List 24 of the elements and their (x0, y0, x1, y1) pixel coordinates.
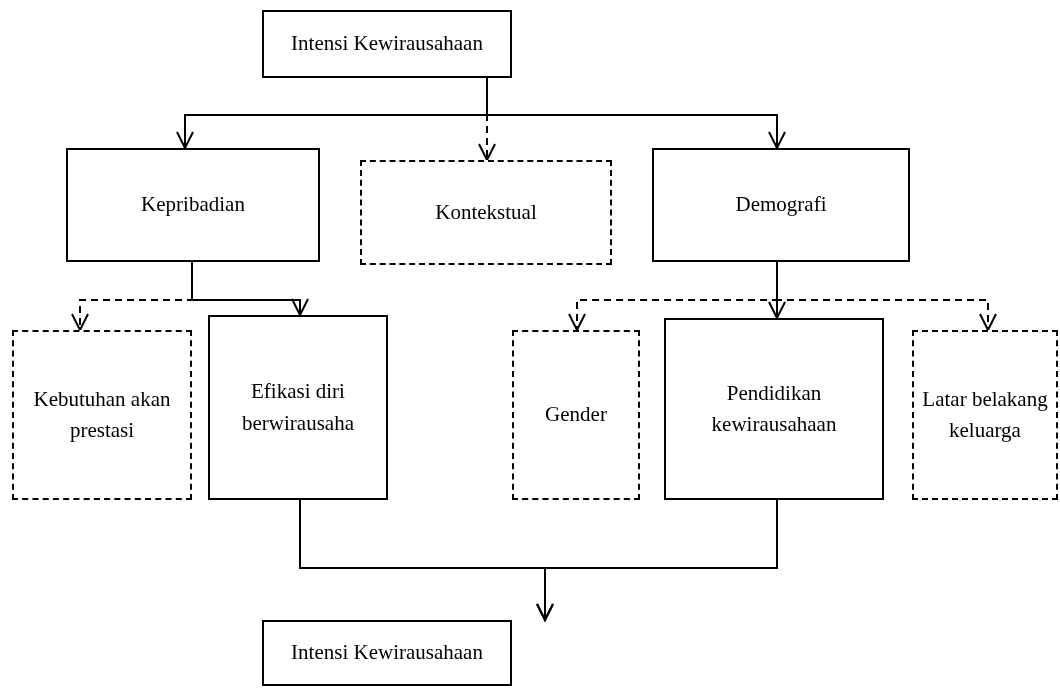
arrow (536, 499, 778, 621)
box-label: Kontekstual (435, 198, 537, 226)
box-label: Kebutuhan akan prestasi (32, 385, 172, 444)
process-box (66, 148, 320, 262)
process-box (262, 620, 512, 686)
process-box (912, 330, 1058, 500)
box-label: Gender (545, 401, 607, 429)
box-label: Intensi Kewirausahaan (291, 30, 483, 58)
box-label: Efikasi diri berwirausaha (241, 378, 355, 437)
process-box (664, 318, 884, 500)
process-box (652, 148, 910, 262)
box-label: Demografi (735, 191, 827, 219)
process-box (360, 160, 612, 265)
box-label: Intensi Kewirausahaan (291, 639, 483, 667)
arrow (486, 77, 786, 149)
box-label: Kepribadian (141, 191, 245, 219)
box-label: Pendidikan kewirausahaan (710, 379, 838, 438)
process-box (12, 330, 192, 500)
process-box (262, 10, 512, 78)
process-box (208, 315, 388, 500)
process-box (512, 330, 640, 500)
arrow (191, 261, 309, 316)
box-label: Latar belakang keluarga (922, 385, 1048, 444)
arrow (776, 261, 997, 331)
